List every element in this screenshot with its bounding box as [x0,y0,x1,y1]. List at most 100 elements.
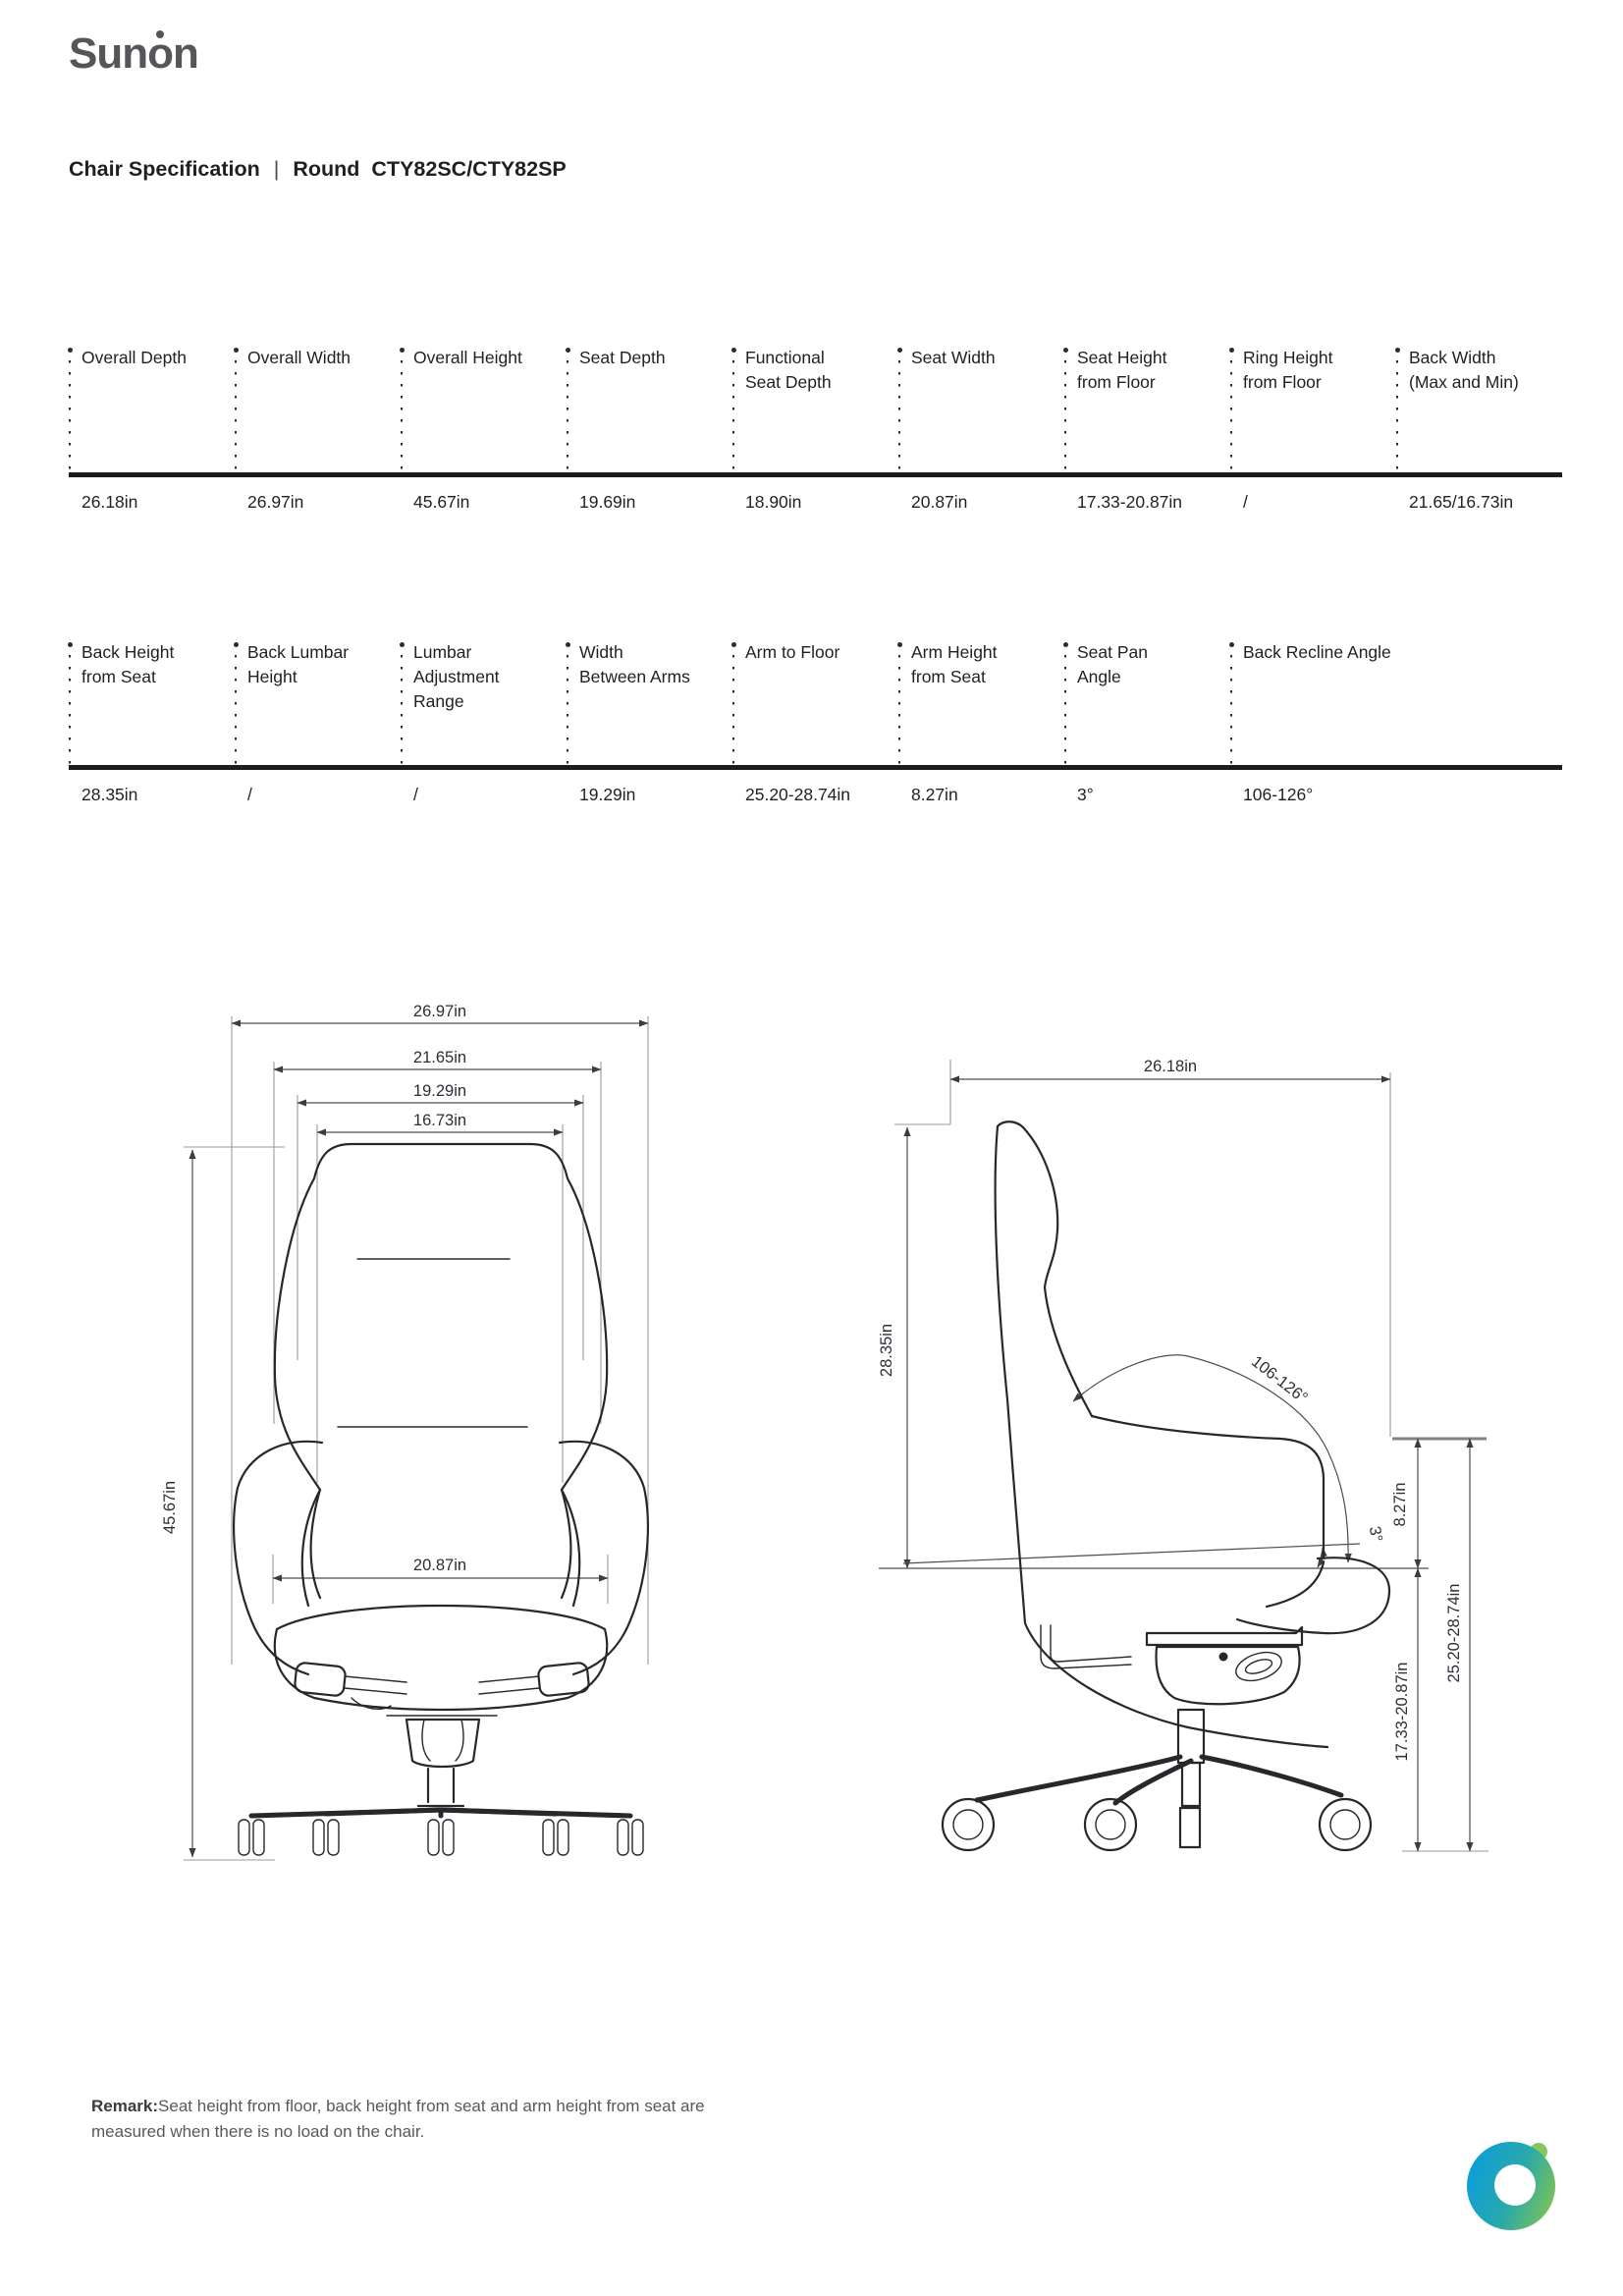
spec-value: 25.20-28.74in [745,785,851,804]
chair-side-casters [941,1797,1373,1852]
dim-arm-height-from-seat: 8.27in [1391,1483,1409,1527]
dim-back-recline-angle: 106-126° [1248,1352,1311,1407]
spec-value: 21.65/16.73in [1409,492,1514,512]
dim-seat-width: 20.87in [413,1557,466,1574]
spec-table-1-headers: Overall Depth Overall Width Overall Heig… [67,346,1562,472]
front-view-drawing: 26.97in 21.65in 19.29in 16.73in 45.67in … [161,1003,649,1861]
col-label: Overall Depth [81,348,187,367]
dotted-rule-icon [1062,642,1068,765]
dim-overall-width: 26.97in [413,1003,466,1020]
col-label: Seat Width [911,348,996,367]
dim-seat-pan-angle: 3° [1366,1525,1385,1544]
dotted-rule-icon [896,348,902,472]
chair-side-outline [974,1121,1391,1849]
dim-overall-height: 45.67in [161,1481,179,1534]
dotted-rule-icon [67,642,73,765]
col-label: Ring Height [1243,348,1333,367]
col-label: Seat Depth [745,372,832,392]
spec-table-1: Overall Depth Overall Width Overall Heig… [67,346,1562,513]
spec-value: 19.69in [579,492,636,512]
logo-text-n: n [173,29,199,78]
spec-column: Ring Height from Floor [1228,346,1396,472]
dotted-rule-icon [896,642,902,765]
logo-dot-icon [156,30,165,38]
spec-value: 20.87in [911,492,968,512]
title-separator: | [273,157,280,181]
logo-text-sun: Sun [69,29,148,78]
spec-value: 26.18in [81,492,138,512]
col-label: (Max and Min) [1409,372,1519,392]
side-extension-lines [879,1060,1488,1852]
col-label: Arm to Floor [745,642,840,662]
dotted-rule-icon [233,348,239,472]
spec-column: Back Height from Seat [67,640,235,765]
dotted-rule-icon [1228,642,1234,765]
spec-value: 8.27in [911,785,958,804]
dotted-rule-icon [565,348,570,472]
dim-back-width-max: 21.65in [413,1049,466,1066]
front-dimensions: 26.97in 21.65in 19.29in 16.73in 45.67in … [161,1003,649,1858]
col-label: Back Height [81,642,175,662]
col-label: Arm Height [911,642,998,662]
spec-value: 18.90in [745,492,802,512]
spec-value: / [1243,492,1248,512]
dotted-rule-icon [233,642,239,765]
dotted-rule-icon [730,642,736,765]
spec-value: 28.35in [81,785,138,804]
spec-value: 106-126° [1243,785,1314,804]
col-label: from Floor [1243,372,1322,392]
dim-overall-depth: 26.18in [1144,1058,1197,1075]
col-label: Lumbar [413,642,472,662]
remark-line2: measured when there is no load on the ch… [91,2122,425,2141]
spec-column: Arm Height from Seat [896,640,1064,765]
chair-front-outline [233,1142,649,1819]
dotted-rule-icon [565,642,570,765]
title-model: CTY82SC/CTY82SP [371,157,567,181]
spec-value: 19.29in [579,785,636,804]
spec-table-1-values: 26.18in 26.97in 45.67in 19.69in 18.90in … [69,477,1562,513]
col-label: from Seat [911,667,986,686]
dim-back-height-from-seat: 28.35in [878,1324,895,1377]
spec-column: Back Recline Angle [1228,640,1396,765]
spec-value: 26.97in [247,492,304,512]
col-label: Range [413,691,464,711]
spec-value: 17.33-20.87in [1077,492,1183,512]
side-view-drawing: 26.18in 28.35in 8.27in 17.33-20.87in 25.… [878,1058,1488,1852]
remark: Remark:Seat height from floor, back heig… [91,2094,720,2145]
dotted-rule-icon [730,348,736,472]
col-label: Seat Pan [1077,642,1148,662]
sunon-ring-logo-icon [1467,2142,1556,2230]
dotted-rule-icon [399,348,405,472]
col-label: Back Width [1409,348,1496,367]
dotted-rule-icon [399,642,405,765]
dim-seat-height-from-floor: 17.33-20.87in [1393,1663,1411,1762]
col-label: from Seat [81,667,156,686]
col-label: Width [579,642,623,662]
col-label: Seat Depth [579,348,666,367]
page-title: Chair Specification | Round CTY82SC/CTY8… [69,157,567,182]
dim-arm-to-floor: 25.20-28.74in [1445,1584,1463,1683]
logo-o-wrap: o [147,29,174,79]
col-label: Adjustment [413,667,500,686]
spec-value: / [413,785,418,804]
col-label: Back Recline Angle [1243,642,1391,662]
table-rule [69,472,1562,477]
spec-column: Seat Width [896,346,1064,472]
col-label: from Floor [1077,372,1156,392]
spec-value: 45.67in [413,492,470,512]
remark-line1: Seat height from floor, back height from… [158,2097,705,2115]
dotted-rule-icon [67,348,73,472]
spec-value: / [247,785,252,804]
spec-column: Arm to Floor [730,640,898,765]
spec-column: Back Width (Max and Min) [1394,346,1562,472]
col-label: Overall Width [247,348,352,367]
col-label: Height [247,667,298,686]
